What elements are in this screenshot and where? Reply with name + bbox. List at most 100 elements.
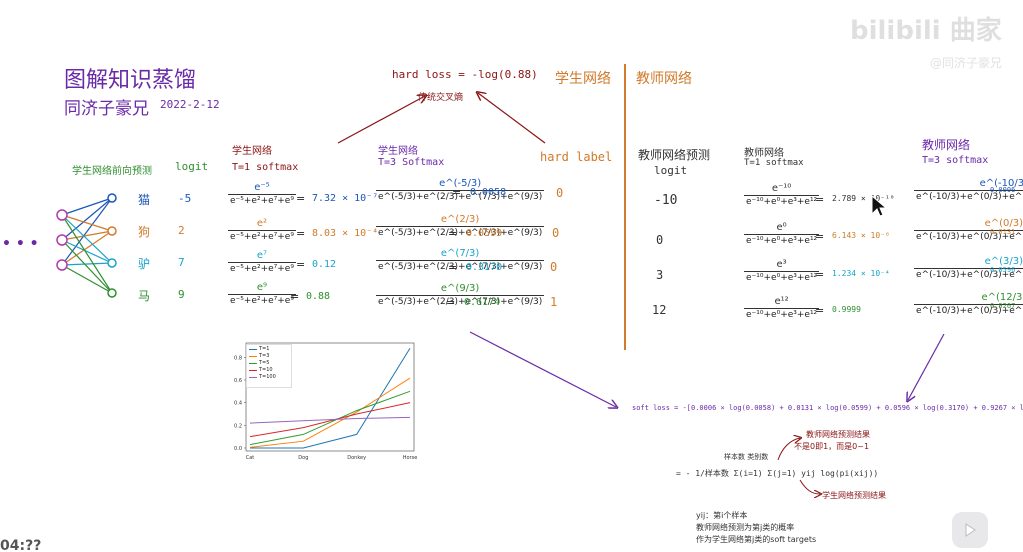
student-t1-value-cat: 7.32 × 10⁻⁷ — [312, 193, 379, 204]
eq-sign: = — [296, 227, 306, 240]
legend-label: T=10 — [259, 367, 273, 373]
logit-label: logit — [175, 160, 209, 173]
teacher-logit-value-horse: 12 — [652, 303, 667, 317]
soft-loss-formula: soft loss = -[0.0006 × log(0.0058) + 0.0… — [632, 404, 1023, 412]
student-t3-frac-cat: e^(-5/3) e^(-5/3)+e^(2/3)+e^(7/3)+e^(9/3… — [376, 178, 545, 202]
title-line2: 同济子豪兄 — [64, 99, 149, 119]
teacher-t3-value-dog: 0.0131 — [990, 228, 1016, 236]
student-t3-frac-horse: e^(9/3) e^(-5/3)+e^(2/3)+e^(7/3)+e^(9/3) — [376, 283, 545, 307]
section-divider — [624, 64, 626, 350]
y-tick-label: 0.4 — [234, 401, 242, 407]
teacher-t1-frac-cat: e⁻¹⁰ e⁻¹⁰+e⁰+e³+e¹² — [744, 183, 820, 207]
teacher-logit-title1: 教师网络预测 — [638, 148, 711, 162]
x-tick-label: Donkey — [347, 455, 366, 461]
teacher-t3-value-cat: 0.0006 — [990, 186, 1016, 194]
legend-entry: T=100 — [249, 374, 289, 381]
teacher-t3-frac-dog: e^(0/3) e^(-10/3)+e^(0/3)+e^(3/3)+e^(12/… — [914, 218, 1023, 243]
bilibili-watermark: bilibili 曲家 @同济子豪兄 — [850, 10, 1010, 80]
student-t1-header1: 学生网络 — [232, 146, 272, 157]
teacher-t3-frac-donkey: e^(3/3) e^(-10/3)+e^(0/3)+e^(3/3)+e^(12/… — [914, 256, 1023, 281]
student-t3-value-dog: 0.0599 — [466, 228, 503, 239]
x-tick-label: Dog — [298, 455, 308, 461]
hard-label-title: hard label — [540, 150, 613, 164]
legend-swatch — [249, 349, 257, 350]
teacher-t1-frac-horse: e¹² e⁻¹⁰+e⁰+e³+e¹² — [744, 296, 820, 320]
student-t1-frac-dog: e² e⁻⁵+e²+e⁷+e⁹ — [228, 218, 296, 242]
title-line1: 图解知识蒸馏 — [64, 68, 197, 93]
section-teacher: 教师网络 — [636, 71, 692, 87]
teacher-t3-header2: T=3 softmax — [922, 155, 989, 166]
hard-label-value-cat: 0 — [556, 186, 564, 200]
network-diagram — [56, 193, 117, 298]
legend-entry: T=5 — [249, 360, 289, 367]
teacher-t1-value-dog: 6.143 × 10⁻⁶ — [832, 231, 890, 240]
teacher-t1-value-horse: 0.9999 — [832, 305, 861, 314]
teacher-logit-value-dog: 0 — [656, 233, 664, 247]
hard-label-value-dog: 0 — [552, 226, 560, 240]
play-icon — [965, 523, 976, 537]
eq-sign: = — [815, 268, 825, 281]
play-button[interactable] — [952, 512, 988, 548]
chart-frame — [245, 342, 415, 452]
hard-label-value-donkey: 0 — [550, 260, 558, 274]
class-dog: 狗 — [138, 225, 151, 239]
legend-swatch — [249, 377, 257, 378]
class-cat: 猫 — [138, 193, 151, 207]
eq-sign: = — [446, 296, 456, 309]
legend-label: T=5 — [259, 360, 270, 366]
note-teacher-2: 不是0即1，而是0~1 — [794, 442, 870, 451]
student-t3-header1: 学生网络 — [378, 146, 418, 157]
y-tick-label: 0.8 — [234, 355, 242, 361]
eq-sign: = — [296, 258, 306, 271]
soft-loss-summation-top: 样本数 类别数 — [724, 453, 769, 461]
eq-sign: = — [815, 304, 825, 317]
class-horse: 马 — [138, 289, 151, 303]
legend-swatch — [249, 363, 257, 364]
student-t1-frac-donkey: e⁷ e⁻⁵+e²+e⁷+e⁹ — [228, 250, 296, 274]
note-teacher-1: 教师网络预测结果 — [806, 430, 870, 439]
watermark-brand: bilibili 曲家 — [850, 16, 1002, 46]
yij-line3: 作为学生网络第j类的soft targets — [696, 535, 817, 544]
teacher-t3-header1: 教师网络 — [922, 138, 971, 152]
teacher-t3-frac-horse: e^(12/3) e^(-10/3)+e^(0/3)+e^(3/3)+e^(12… — [914, 292, 1023, 317]
hard-loss-caption: 传统交叉熵 — [418, 93, 464, 103]
teacher-t3-value-donkey: 0.0596 — [990, 266, 1016, 274]
legend-swatch — [249, 370, 257, 371]
legend-label: T=1 — [259, 346, 270, 352]
teacher-t1-header1: 教师网络 — [744, 148, 784, 159]
teacher-t1-value-donkey: 1.234 × 10⁻⁴ — [832, 269, 890, 278]
student-t3-value-donkey: 0.3170 — [466, 262, 503, 273]
logit-donkey: 7 — [178, 256, 185, 269]
y-tick-label: 0.2 — [234, 423, 242, 429]
hard-label-value-horse: 1 — [550, 295, 558, 309]
teacher-t1-frac-dog: e⁰ e⁻¹⁰+e⁰+e³+e¹² — [744, 222, 820, 246]
title-date: 2022-2-12 — [160, 98, 220, 111]
student-t3-frac-dog: e^(2/3) e^(-5/3)+e^(2/3)+e^(7/3)+e^(9/3) — [376, 214, 545, 238]
legend-entry: T=1 — [249, 346, 289, 353]
eq-sign: = — [452, 186, 462, 199]
series-line-t5 — [249, 390, 411, 446]
y-tick-label: 0.6 — [234, 378, 242, 384]
student-t1-frac-cat: e⁻⁵ e⁻⁵+e²+e⁷+e⁹ — [228, 182, 296, 206]
student-t1-value-horse: 0.88 — [306, 291, 331, 302]
student-t3-header2: T=3 Softmax — [378, 157, 445, 168]
eq-sign: = — [815, 230, 825, 243]
eq-sign: = — [290, 290, 300, 303]
student-t1-value-dog: 8.03 × 10⁻⁴ — [312, 228, 379, 239]
teacher-t1-frac-donkey: e³ e⁻¹⁰+e⁰+e³+e¹² — [744, 259, 820, 283]
eq-sign: = — [448, 261, 458, 274]
series-line-t1 — [250, 348, 411, 449]
student-forward-label: 学生网络前向预测 — [72, 166, 152, 177]
soft-loss-summation: = - 1/样本数 Σ(i=1) Σ(j=1) yij log(pi(xij)) — [676, 469, 879, 478]
left-dots: • • • — [2, 236, 39, 252]
class-donkey: 驴 — [138, 257, 151, 271]
yij-line2: 教师网络预测为第j类的概率 — [696, 523, 795, 532]
note-student: 学生网络预测结果 — [822, 491, 886, 500]
teacher-logit-value-donkey: 3 — [656, 268, 664, 282]
legend-swatch — [249, 356, 257, 357]
